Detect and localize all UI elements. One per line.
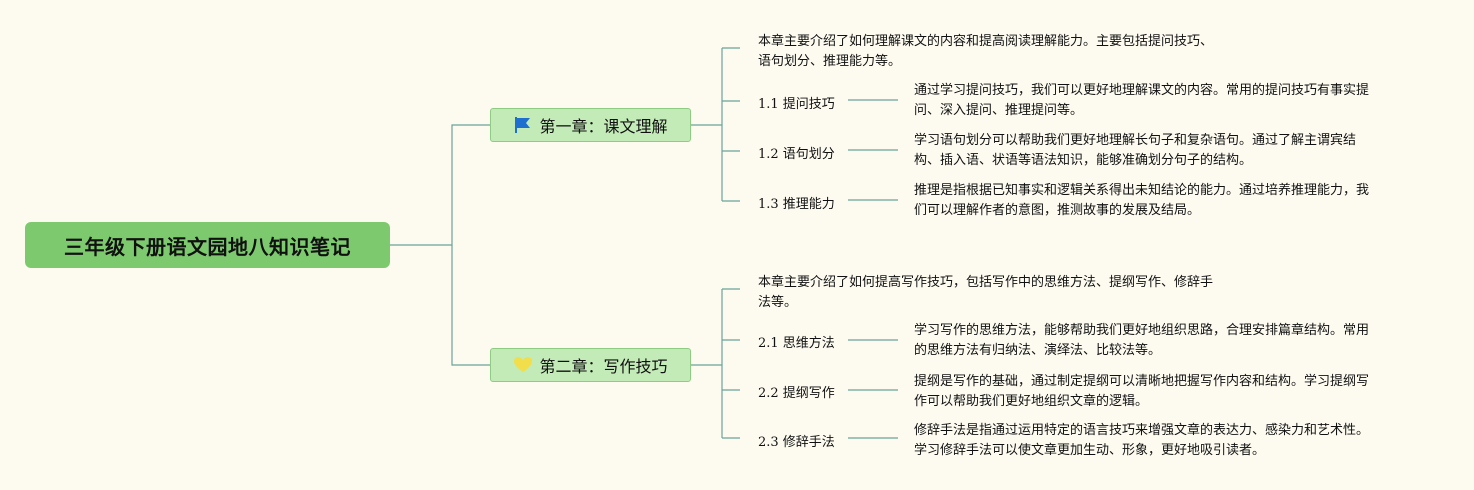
chapter-2-node[interactable]: 第二章：写作技巧 <box>490 348 691 382</box>
root-title: 三年级下册语文园地八知识笔记 <box>64 234 351 259</box>
chapter-1-summary-line-1: 本章主要介绍了如何理解课文的内容和提高阅读理解能力。主要包括提问技巧、 <box>758 34 1214 49</box>
section-2-2-text: 提纲是写作的基础，通过制定提纲可以清晰地把握写作内容和结构。学习提纲写 作可以帮… <box>914 372 1369 412</box>
connector-root-ch1 <box>390 124 490 246</box>
section-1-3-line-2: 们可以理解作者的意图，推测故事的发展及结局。 <box>914 203 1201 218</box>
connector-ch2-bus <box>691 289 723 438</box>
section-1-3-text: 推理是指根据已知事实和逻辑关系得出未知结论的能力。通过培养推理能力，我 们可以理… <box>914 181 1369 221</box>
section-1-2-label[interactable]: 1.2 语句划分 <box>758 147 835 162</box>
chapter-1-label: 第一章：课文理解 <box>539 117 668 136</box>
section-1-2-line-2: 构、插入语、状语等语法知识，能够准确划分句子的结构。 <box>914 153 1253 168</box>
section-1-3-label[interactable]: 1.3 推理能力 <box>758 197 835 212</box>
section-2-1-line-2: 的思维方法有归纳法、演绎法、比较法等。 <box>914 343 1162 358</box>
heart-icon <box>513 355 533 375</box>
chapter-2-summary-line-2: 法等。 <box>758 295 798 310</box>
section-1-1-line-1: 通过学习提问技巧，我们可以更好地理解课文的内容。常用的提问技巧有事实提 <box>914 83 1370 98</box>
section-2-2-line-2: 作可以帮助我们更好地组织文章的逻辑。 <box>914 394 1149 409</box>
chapter-1-summary: 本章主要介绍了如何理解课文的内容和提高阅读理解能力。主要包括提问技巧、 语句划分… <box>758 32 1213 72</box>
connector-ch1-bus <box>691 48 723 201</box>
chapter-1-summary-line-2: 语句划分、推理能力等。 <box>758 54 902 69</box>
section-2-3-line-2: 学习修辞手法可以使文章更加生动、形象，更好地吸引读者。 <box>914 443 1266 458</box>
section-2-1-text: 学习写作的思维方法，能够帮助我们更好地组织思路，合理安排篇章结构。常用 的思维方… <box>914 321 1369 361</box>
flag-icon <box>513 115 533 135</box>
connector-root-ch2 <box>451 245 490 366</box>
section-1-1-label[interactable]: 1.1 提问技巧 <box>758 97 835 112</box>
section-1-1-text: 通过学习提问技巧，我们可以更好地理解课文的内容。常用的提问技巧有事实提 问、深入… <box>914 81 1369 121</box>
chapter-2-summary: 本章主要介绍了如何提高写作技巧，包括写作中的思维方法、提纲写作、修辞手 法等。 <box>758 273 1213 313</box>
section-2-1-label[interactable]: 2.1 思维方法 <box>758 336 835 351</box>
section-2-3-label[interactable]: 2.3 修辞手法 <box>758 435 835 450</box>
section-2-3-line-1: 修辞手法是指通过运用特定的语言技巧来增强文章的表达力、感染力和艺术性。 <box>914 423 1370 438</box>
section-2-2-label[interactable]: 2.2 提纲写作 <box>758 386 835 401</box>
section-1-2-text: 学习语句划分可以帮助我们更好地理解长句子和复杂语句。通过了解主谓宾结 构、插入语… <box>914 131 1356 171</box>
section-1-2-line-1: 学习语句划分可以帮助我们更好地理解长句子和复杂语句。通过了解主谓宾结 <box>914 133 1357 148</box>
section-1-1-line-2: 问、深入提问、推理提问等。 <box>914 103 1084 118</box>
section-2-2-line-1: 提纲是写作的基础，通过制定提纲可以清晰地把握写作内容和结构。学习提纲写 <box>914 374 1370 389</box>
section-2-1-line-1: 学习写作的思维方法，能够帮助我们更好地组织思路，合理安排篇章结构。常用 <box>914 323 1370 338</box>
section-1-3-line-1: 推理是指根据已知事实和逻辑关系得出未知结论的能力。通过培养推理能力，我 <box>914 183 1370 198</box>
chapter-2-label: 第二章：写作技巧 <box>539 357 668 376</box>
root-node[interactable]: 三年级下册语文园地八知识笔记 <box>25 222 390 268</box>
chapter-1-node[interactable]: 第一章：课文理解 <box>490 108 691 142</box>
section-2-3-text: 修辞手法是指通过运用特定的语言技巧来增强文章的表达力、感染力和艺术性。 学习修辞… <box>914 421 1369 461</box>
chapter-2-summary-line-1: 本章主要介绍了如何提高写作技巧，包括写作中的思维方法、提纲写作、修辞手 <box>758 275 1214 290</box>
